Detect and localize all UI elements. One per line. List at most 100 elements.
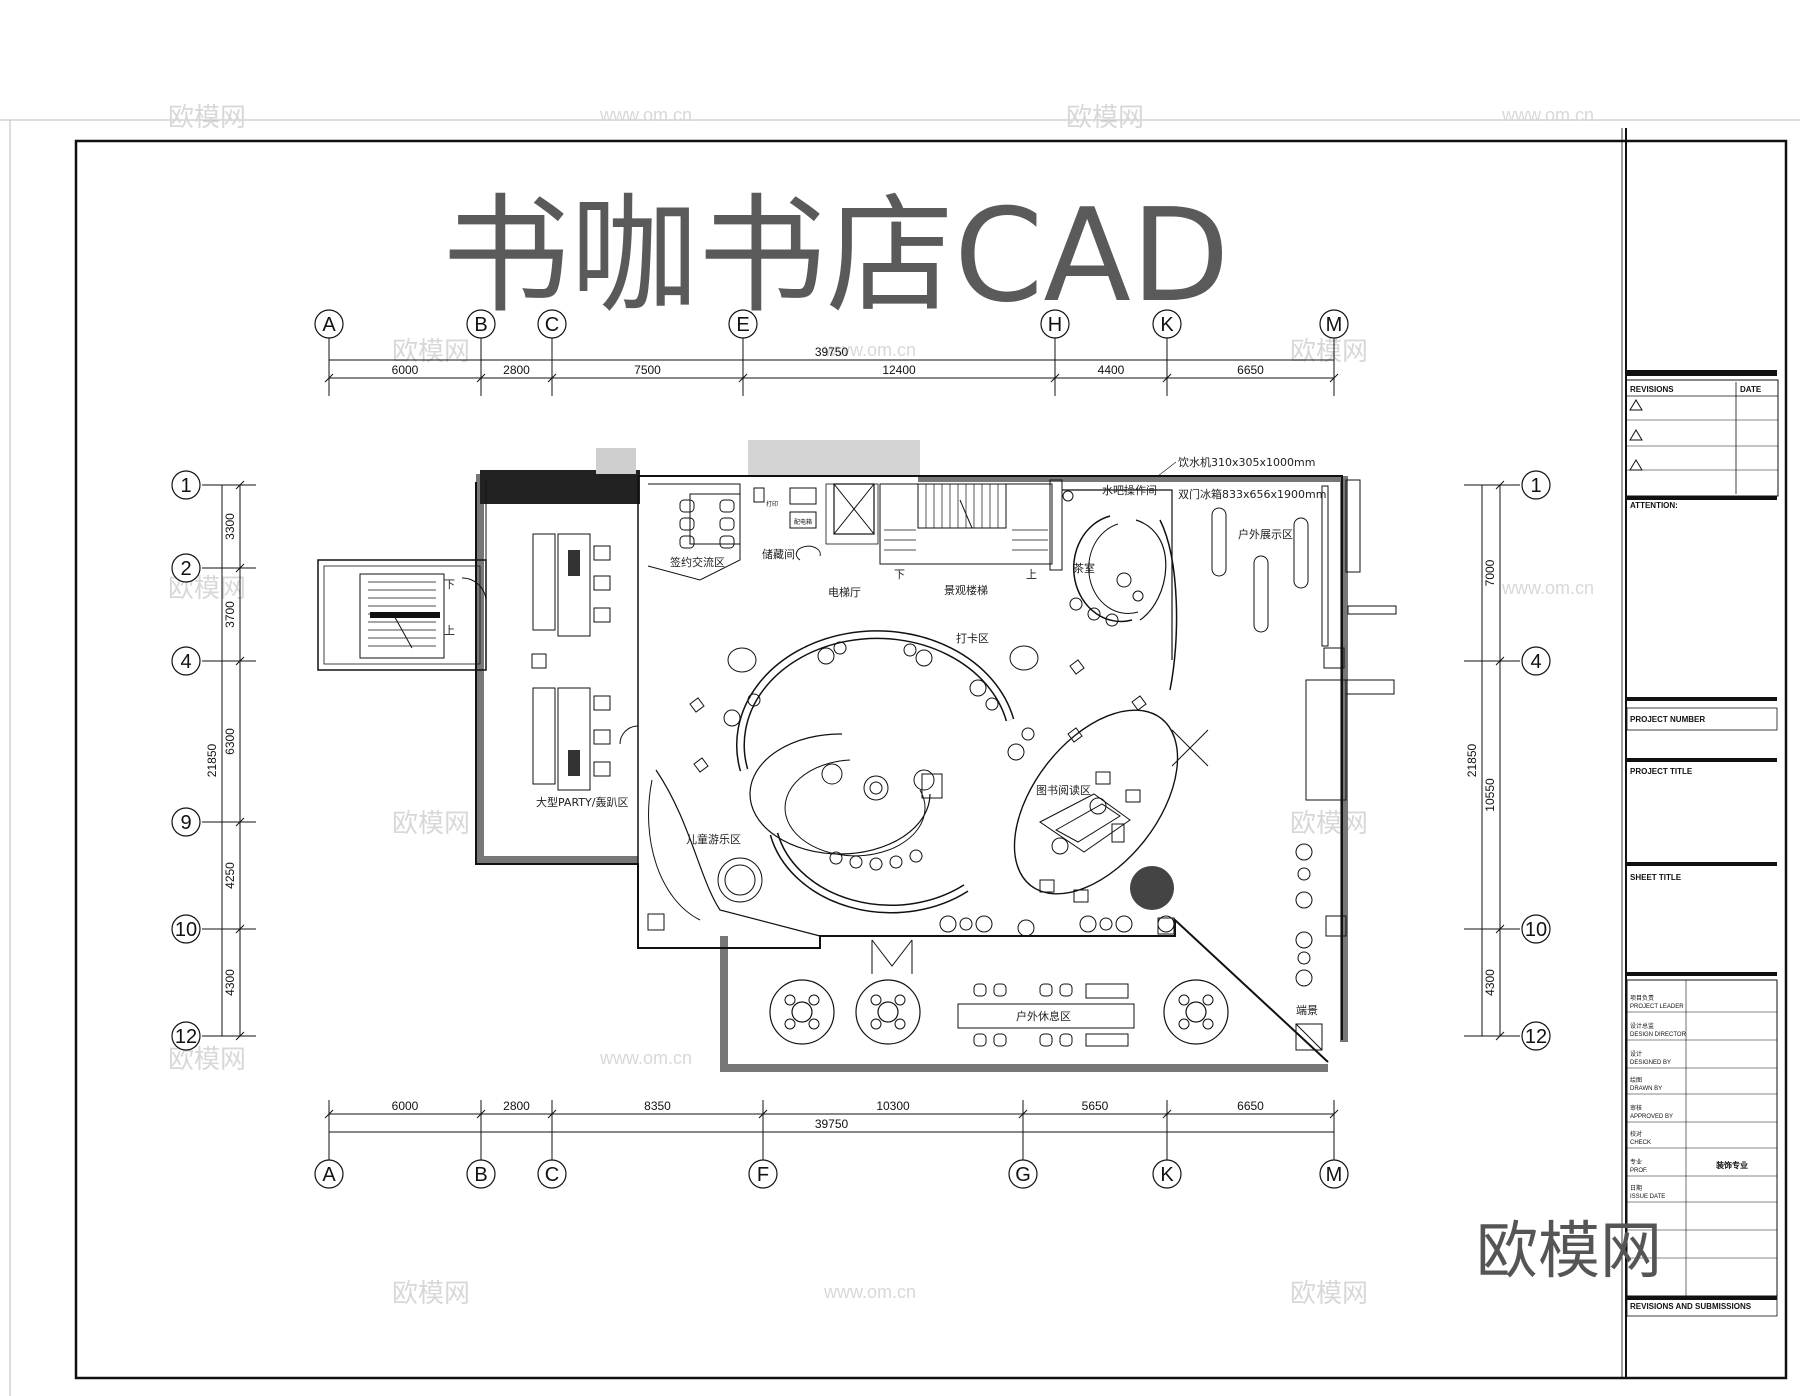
axis-bubble-bottom-label: B [474,1164,487,1186]
dim-slash [1495,924,1505,934]
tea-room: 茶室 水吧操作间 [1062,483,1178,691]
axis-bubble-bottom-label: F [757,1164,769,1186]
label-fridge: 双门冰箱833x656x1900mm [1178,487,1326,501]
axis-bubble-top-label: E [736,314,749,336]
dim-slash [547,1109,557,1119]
axis-bubble-top [1152,309,1182,339]
tb-footer: REVISIONS AND SUBMISSIONS [1630,1302,1752,1311]
party-area: 大型PARTY/轰趴区 [531,533,639,809]
dim-slash [235,924,245,934]
tb-revisions: REVISIONS [1630,385,1674,394]
watermark-url: www.om.cn [599,105,692,125]
dim-slash [1495,1031,1505,1041]
tb-drawn-cn: 绘图 [1630,1076,1642,1084]
tb-prof-cn: 专业 [1630,1158,1642,1166]
tb-designed-cn: 设计 [1630,1050,1642,1058]
hatched-terrace [748,440,920,476]
elevator-hall: 电梯厅 [825,483,879,599]
dim-slash [1018,1109,1028,1119]
floor-plan: 下 上 大型PARTY/轰趴区 签约交流区 [317,440,1397,1072]
axis-bubble-top-label: K [1160,314,1174,336]
watermark-url: www.om.cn [1501,105,1594,125]
axis-bubble-top-label: C [545,314,559,336]
stair-up-mark: 上 [1026,568,1037,581]
hatched-landing [596,448,636,474]
entrance-doors [871,939,913,974]
watermark-logo: 欧模网 [168,1045,246,1075]
axis-bubble-bottom-label: K [1160,1164,1174,1186]
dim-slash [235,480,245,490]
axis-bubble-right-label: 1 [1530,475,1541,497]
label-water-dispenser: 饮水机310x305x1000mm [1178,455,1315,469]
axis-bubble-left-label: 9 [180,812,191,834]
room-label-tea: 茶室 [1073,561,1095,575]
watermark-url: www.om.cn [599,1048,692,1068]
dim-slash [476,373,486,383]
tree-icon [1130,866,1174,910]
tb-check-cn: 校对 [1630,1130,1642,1138]
watermark-logo: 欧模网 [392,337,470,367]
dim-slash [476,1109,486,1119]
axis-bubble-left [171,1021,201,1051]
dim-value: 12400 [882,363,916,377]
tb-project-number: PROJECT NUMBER [1630,715,1705,724]
axis-bubble-left-label: 4 [180,651,191,673]
left-stairs: 下 上 [359,573,487,659]
axis-bubble-left-label: 10 [175,919,197,941]
room-label-landscape: 端景 [1296,1004,1318,1017]
dim-value: 2800 [503,1099,530,1113]
dim-value: 7500 [634,363,661,377]
room-label-stairs: 景观楼梯 [944,583,988,597]
brand-watermark: 欧模网 [1476,1214,1662,1287]
dim-value: 6000 [392,1099,419,1113]
outdoor-display: 户外展示区 [1211,479,1397,801]
axis-bubble-right [1521,646,1551,676]
dim-slash [324,373,334,383]
axis-bubble-left-label: 1 [180,475,191,497]
label-panel: 配电箱 [794,518,812,526]
room-label-party: 大型PARTY/轰趴区 [536,795,628,809]
room-label-bar: 水吧操作间 [1102,483,1157,497]
dim-value: 4250 [223,862,237,889]
axis-bubble-left [171,646,201,676]
tb-issue-date-cn: 日期 [1630,1184,1642,1192]
room-label-kids: 儿童游乐区 [686,832,741,846]
stair-down-mark: 下 [894,568,905,581]
tb-attention: ATTENTION: [1630,501,1678,510]
dim-value: 7000 [1483,559,1497,586]
tb-director-cn: 设计总监 [1630,1022,1654,1030]
room-label-elevator: 电梯厅 [828,586,861,599]
watermark-logo: 欧模网 [1290,809,1368,839]
axis-bubble-bottom-label: A [322,1164,336,1186]
dim-slash [758,1109,768,1119]
axis-bubble-top [1040,309,1070,339]
stair-down-mark: 下 [444,578,455,591]
axis-bubble-right-label: 4 [1530,651,1541,673]
dim-slash [235,817,245,827]
dim-value: 6650 [1237,363,1264,377]
axis-bubble-bottom-label: C [545,1164,559,1186]
tb-leader-cn: 项目负责 [1630,994,1654,1002]
reading-area: 图书阅读区 [1013,709,1209,933]
label-print: 打印 [766,500,778,508]
dim-slash [1050,373,1060,383]
axis-bubble-left [171,553,201,583]
tb-approved-cn: 审核 [1630,1104,1642,1112]
dim-slash [235,656,245,666]
stair-up-mark: 上 [444,624,455,637]
axis-bubble-top [728,309,758,339]
dim-slash [1495,656,1505,666]
room-label-storage: 储藏间 [762,547,795,561]
axis-bubble-bottom [466,1159,496,1189]
drawing-border [74,139,1788,1380]
dim-value: 4300 [1483,969,1497,996]
dim-slash [1162,373,1172,383]
axis-bubble-right-label: 12 [1525,1026,1547,1048]
outdoor-rest-area: 户外休息区 端景 [769,979,1323,1051]
axis-bubble-top-label: A [322,314,336,336]
stair-wing [317,559,487,671]
axis-bubble-top-label: H [1048,314,1062,336]
